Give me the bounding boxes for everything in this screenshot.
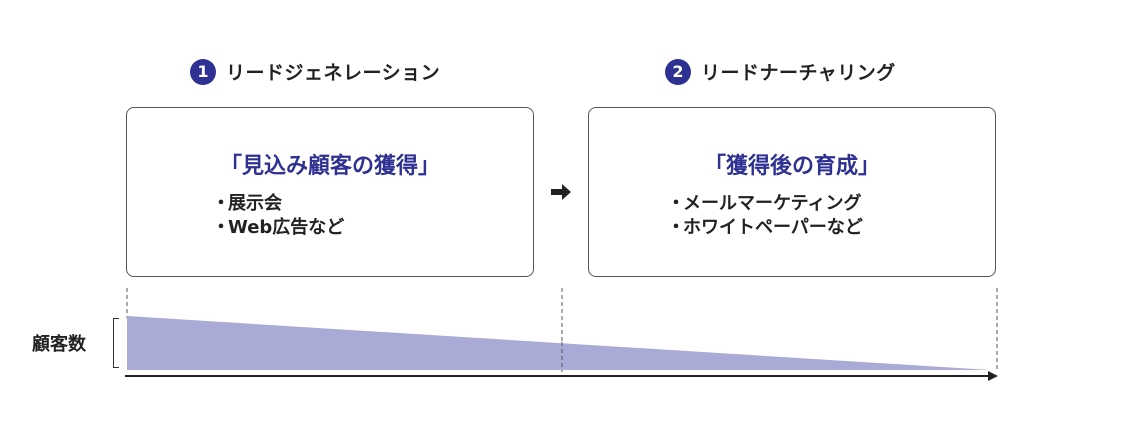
stage-2-list: ・メールマーケティング ・ホワイトペーパーなど — [667, 192, 863, 240]
bullet: ・ — [667, 193, 685, 214]
bullet: ・ — [667, 217, 685, 238]
number-badge-1: 1 — [190, 58, 216, 85]
stage-1-header: 1 リードジェネレーション — [190, 58, 440, 85]
y-axis-label: 顧客数 — [32, 334, 86, 355]
x-axis-arrowhead — [988, 371, 998, 381]
customer-count-wedge — [127, 316, 990, 370]
bullet: ・ — [212, 217, 230, 238]
stage-1-heading: 「見込み顧客の獲得」 — [219, 154, 440, 179]
stage-2-header: 2 リードナーチャリング — [665, 58, 896, 85]
stage-2-heading: 「獲得後の育成」 — [703, 154, 880, 179]
stage-1-box: 「見込み顧客の獲得」 ・展示会 ・Web広告など — [126, 107, 534, 277]
y-axis-bracket — [113, 318, 119, 368]
list-item-text: メールマーケティング — [683, 193, 862, 214]
stage-1-list: ・展示会 ・Web広告など — [212, 192, 344, 240]
list-item-text: ホワイトペーパーなど — [683, 217, 863, 238]
list-item: ・Web広告など — [212, 216, 344, 240]
list-item-text: 展示会 — [228, 193, 282, 214]
list-item: ・展示会 — [212, 192, 344, 216]
list-item: ・メールマーケティング — [667, 192, 863, 216]
stage-1-title: リードジェネレーション — [226, 62, 441, 84]
stage-2-box: 「獲得後の育成」 ・メールマーケティング ・ホワイトペーパーなど — [588, 107, 996, 277]
stage-2-title: リードナーチャリング — [701, 62, 896, 84]
list-item-text: Web広告など — [228, 217, 345, 238]
number-badge-2: 2 — [665, 58, 691, 85]
list-item: ・ホワイトペーパーなど — [667, 216, 863, 240]
bullet: ・ — [212, 193, 230, 214]
right-arrow-icon — [551, 184, 571, 200]
